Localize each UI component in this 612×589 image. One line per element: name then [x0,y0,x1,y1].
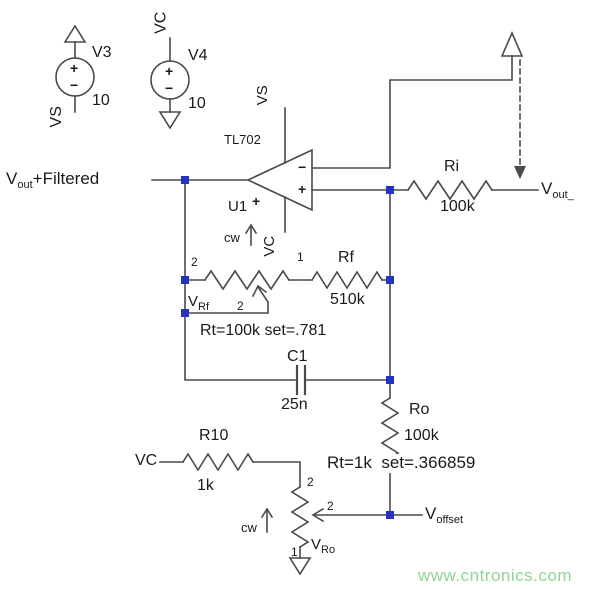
wire-minus-input-to-wiper [311,55,513,169]
v4-net-label: VC [152,11,170,34]
net-label-vout: Vout_ [541,179,574,201]
wiper-terminal-arrow-icon [500,30,524,57]
capacitor-c1-symbol [295,364,307,396]
ro-pot-pin-b-label: 1 [291,545,298,559]
pot-ro-body [290,485,310,549]
resistor-rf-body [310,270,384,290]
net-label-vro: VRo [311,536,336,556]
c1-name-label: C1 [287,348,308,365]
text-part: V [311,536,322,553]
ro-name-label: Ro [409,401,430,418]
cw-top-head [244,223,258,235]
wire-left-feedback-branch [184,179,296,381]
text-part: V [188,293,199,310]
junction-dot [386,186,394,194]
ro-pot-cw-label: cw [241,520,257,535]
v3-net-label: VS [47,106,65,128]
text-part: out_ [552,189,574,201]
junction-dot [386,511,394,519]
v3-up-arrow-icon [63,24,87,43]
v4-minus-sign: − [165,80,174,96]
rf-pot-wiper-arrow-icon [184,284,269,314]
rf-pot-cw-label: cw [224,230,240,245]
net-label-vrf: VRf [188,293,210,313]
watermark-text: www.cntronics.com [418,566,572,585]
v4-ground-icon [158,111,182,130]
opamp-part-label: TL702 [224,132,261,147]
opamp-plus-input-sign: + [298,181,307,197]
junction-dots [181,176,394,519]
rf-pot-set-label: Rt=100k set=.781 [198,322,329,340]
junction-dot [386,376,394,384]
rf-pot-pin-a-label: 2 [191,255,198,269]
v3-minus-sign: − [70,77,79,93]
text-part: offset [436,514,464,526]
resistor-ro-body [380,396,400,460]
cw-bottom-head [260,507,274,519]
junction-dot [386,276,394,284]
text-part: V [6,169,18,188]
junction-dot [181,176,189,184]
opamp-ref-label: U1 [228,198,248,215]
c1-value-label: 25n [281,396,308,413]
ro-pot-pin-a-label: 2 [307,475,314,489]
v4-value-label: 10 [188,95,206,112]
net-label-voffset: Voffset [425,504,464,526]
rf-value-label: 510k [330,291,365,308]
rf-pot-pin-b-label: 1 [297,250,304,264]
pot-rt-body [203,269,291,291]
ro-value-label: 100k [404,427,439,444]
junction-dot [181,309,189,317]
r10-value-label: 1k [197,477,214,494]
rf-name-label: Rf [338,249,354,266]
cw-arrow-top-icon [244,223,258,246]
ri-control-arrowhead-icon [514,166,526,179]
ro-pot-wiper-arrow-icon [311,507,325,523]
v4-voltage-source [150,37,190,130]
v3-voltage-source [55,24,95,113]
opamp-minus-input-sign: − [298,159,307,175]
ro-pot-set-label: Rt=1k set=.366859 [325,453,478,473]
text-part: +Filtered [32,169,100,188]
v3-plus-sign: + [70,60,79,76]
pot-ground-icon [288,557,312,576]
v3-ref-label: V3 [92,44,112,61]
junction-dot [181,276,189,284]
v3-value-label: 10 [92,92,110,109]
net-label-vout-filtered: Vout+Filtered [6,169,100,191]
text-part: Rf [198,301,210,313]
rf-pot-pin-w-label: 2 [237,299,244,313]
resistor-r10-body [181,452,255,472]
v4-plus-sign: + [165,63,174,79]
text-part: V [541,179,553,198]
cw-arrow-bottom-icon [260,507,274,533]
resistor-ri-body [406,179,494,201]
wire-r10-row [159,461,301,488]
opamp-power-plus-sign: + [252,193,261,209]
ro-pot-pin-w-label: 2 [327,499,334,513]
text-part: out [17,179,33,191]
text-part: Ro [321,544,336,556]
r10-name-label: R10 [199,427,229,444]
rf-wiper-wire [184,285,269,314]
net-label-vc: VC [135,452,158,469]
text-part: V [425,504,437,523]
opamp-triangle [246,148,313,212]
opamp-vs-net-label: VS [253,85,271,106]
v4-ref-label: V4 [188,47,208,64]
opamp-vc-net-label: VC [261,235,279,257]
ri-value-label: 100k [440,198,475,215]
ro-wiper-arrowhead [311,507,325,523]
rf-wiper-arrowhead [251,284,268,298]
opamp-symbol [246,107,313,233]
ri-name-label: Ri [444,158,460,175]
